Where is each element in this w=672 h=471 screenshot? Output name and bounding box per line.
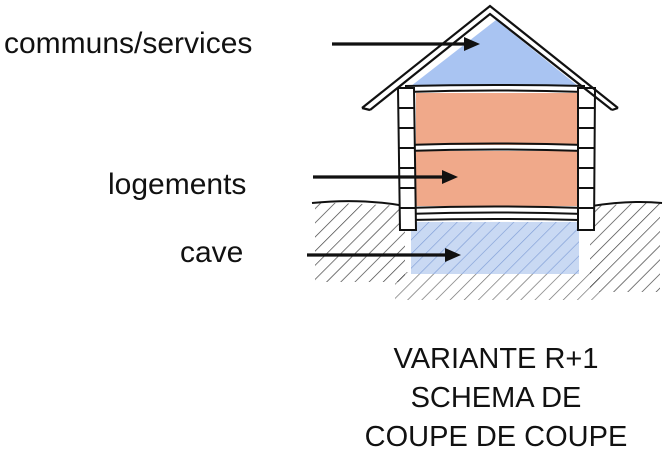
label-logements: logements	[108, 168, 247, 201]
diagram-title: VARIANTE R+1 SCHEMA DE COUPE DE COUPE	[320, 340, 672, 457]
upper-dwelling	[416, 93, 578, 145]
ground-soil	[311, 200, 663, 300]
attic-communs	[411, 20, 578, 86]
title-line-3: COUPE DE COUPE	[364, 421, 628, 453]
title-line-2: SCHEMA DE	[410, 382, 582, 414]
label-cave: cave	[180, 236, 244, 269]
label-communs-services: communs/services	[4, 27, 253, 60]
roof	[361, 4, 619, 112]
basement-cave	[411, 222, 579, 274]
right-wall-column	[577, 87, 597, 231]
left-wall-column	[396, 87, 418, 231]
floor-slabs	[404, 84, 586, 221]
arrows	[307, 37, 480, 262]
title-line-1: VARIANTE R+1	[393, 343, 599, 375]
